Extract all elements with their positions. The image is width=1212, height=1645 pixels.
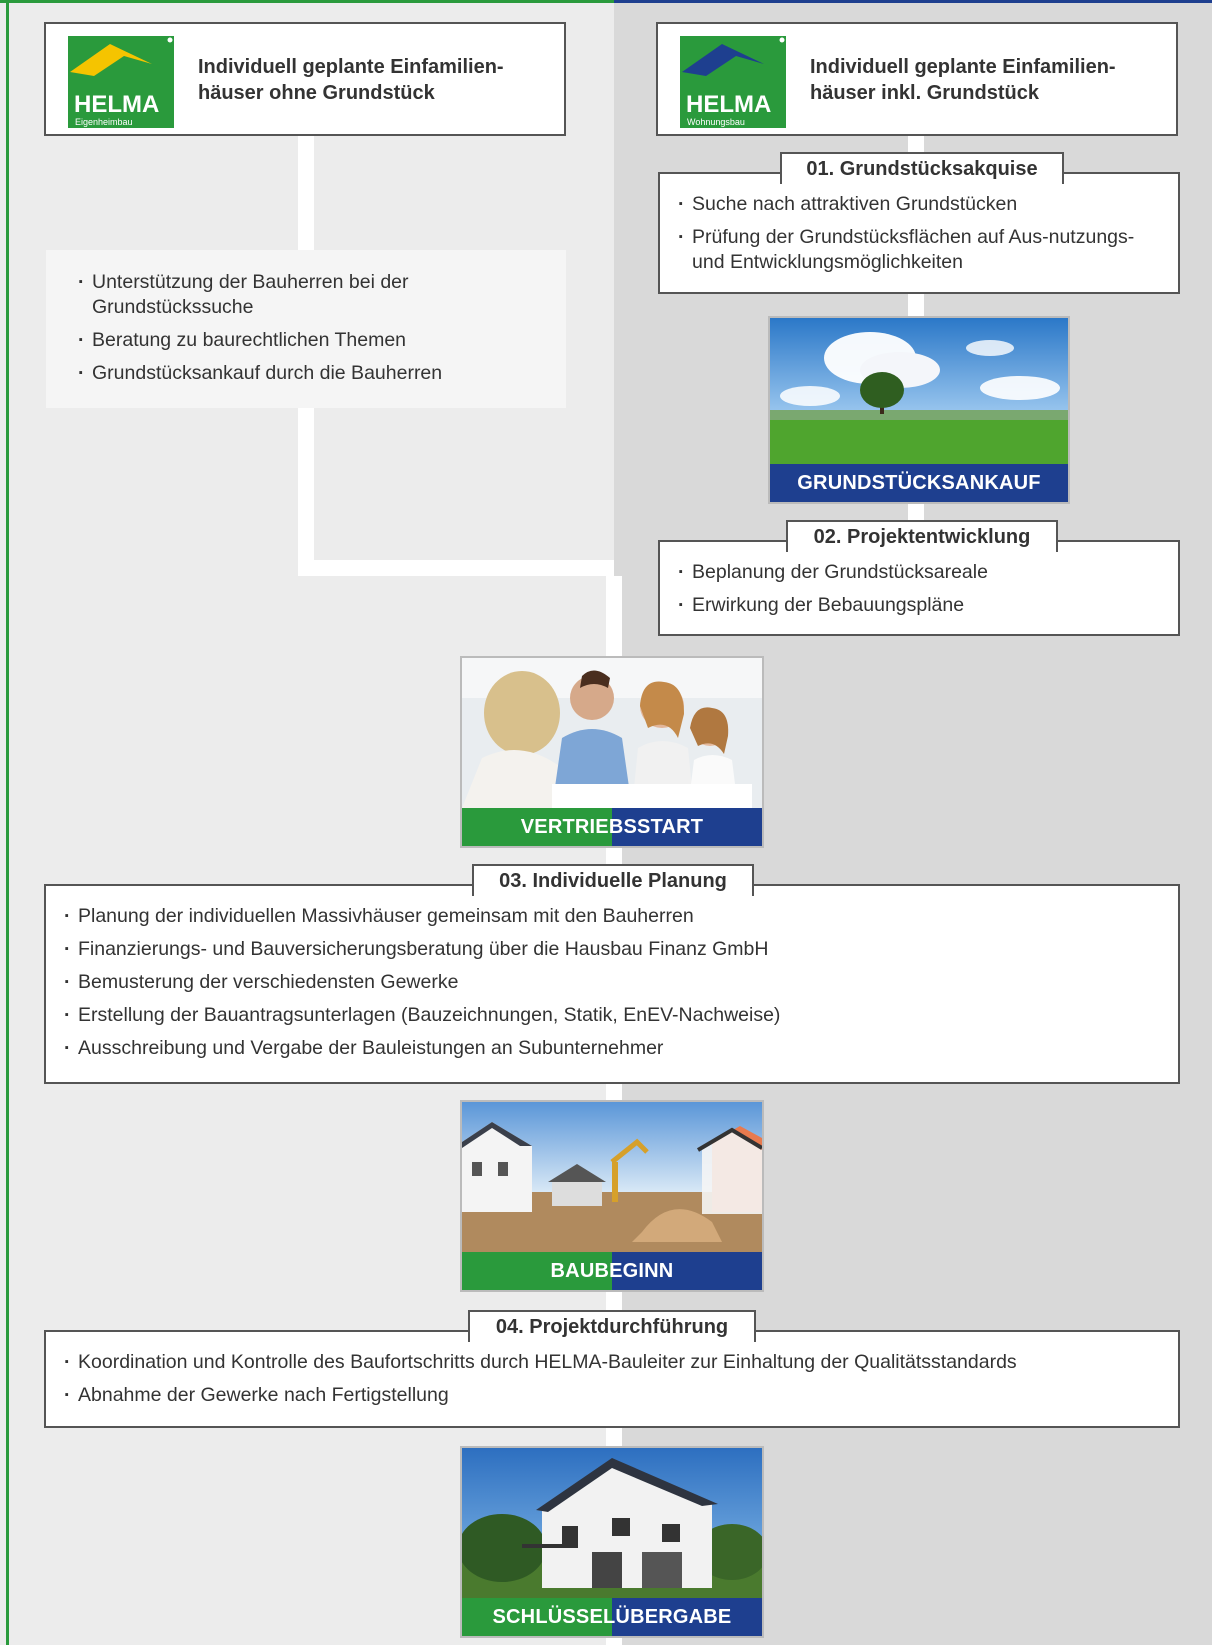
list-item: Planung der individuellen Massivhäuser g… (56, 904, 1166, 929)
finished-house-photo (462, 1448, 762, 1598)
list-item: Ausschreibung und Vergabe der Bauleistun… (56, 1036, 1166, 1061)
connector-left-horizontal (298, 560, 614, 576)
vertriebsstart-label: VERTRIEBSSTART (462, 808, 762, 846)
list-item: Finanzierungs- und Bauversicherungsberat… (56, 937, 1166, 962)
step-02-title: 02. Projektentwicklung (786, 520, 1058, 552)
step-03-title: 03. Individuelle Planung (472, 864, 754, 896)
right-header-box: HELMA Wohnungsbau Individuell geplante E… (656, 22, 1178, 136)
helma-eigenheimbau-logo: HELMA Eigenheimbau (68, 36, 174, 128)
step-04-box: Koordination und Kontrolle des Baufortsc… (44, 1330, 1180, 1428)
left-header-box: HELMA Eigenheimbau Individuell geplante … (44, 22, 566, 136)
helma-wohnungsbau-logo: HELMA Wohnungsbau (680, 36, 786, 128)
step-03-box: Planung der individuellen Massivhäuser g… (44, 884, 1180, 1084)
step-02-box: Beplanung der Grundstücksareale Erwirkun… (658, 540, 1180, 636)
list-item: Erwirkung der Bebauungspläne (670, 593, 1166, 618)
left-support-list: Unterstützung der Bauherren bei der Grun… (70, 270, 556, 386)
list-item: Suche nach attraktiven Grundstücken (670, 192, 1166, 217)
grundstuecksankauf-image: GRUNDSTÜCKSANKAUF (768, 316, 1070, 504)
schluesseluebergabe-label: SCHLÜSSELÜBERGABE (462, 1598, 762, 1636)
step-03-list: Planung der individuellen Massivhäuser g… (56, 904, 1166, 1061)
list-item: Koordination und Kontrolle des Baufortsc… (56, 1350, 1166, 1375)
schluesseluebergabe-image: SCHLÜSSELÜBERGABE (460, 1446, 764, 1638)
baubeginn-image: BAUBEGINN (460, 1100, 764, 1292)
left-column-title: Individuell geplante Einfamilien-häuser … (198, 56, 504, 104)
list-item: Erstellung der Bauantragsunterlagen (Bau… (56, 1003, 1166, 1028)
svg-text:Eigenheimbau: Eigenheimbau (75, 117, 133, 127)
svg-text:HELMA: HELMA (74, 91, 159, 118)
list-item: Grundstücksankauf durch die Bauherren (70, 361, 556, 386)
construction-site-photo (462, 1102, 762, 1252)
left-green-border (6, 0, 9, 1645)
step-04-list: Koordination und Kontrolle des Baufortsc… (56, 1350, 1166, 1408)
vertriebsstart-image: VERTRIEBSSTART (460, 656, 764, 848)
list-item: Prüfung der Grundstücksflächen auf Aus-n… (670, 225, 1166, 275)
top-green-rule (0, 0, 614, 3)
svg-text:Wohnungsbau: Wohnungsbau (687, 117, 745, 127)
step-04-title: 04. Projektdurchführung (468, 1310, 756, 1342)
family-consultation-photo (462, 658, 762, 808)
svg-text:HELMA: HELMA (686, 91, 771, 118)
list-item: Unterstützung der Bauherren bei der Grun… (70, 270, 556, 320)
right-column-title: Individuell geplante Einfamilien-häuser … (810, 56, 1116, 104)
step-01-list: Suche nach attraktiven Grundstücken Prüf… (670, 192, 1166, 275)
list-item: Beratung zu baurechtlichen Themen (70, 328, 556, 353)
meadow-photo (770, 318, 1068, 464)
left-support-box: Unterstützung der Bauherren bei der Grun… (46, 250, 566, 408)
top-blue-rule (614, 0, 1212, 3)
grundstuecksankauf-label: GRUNDSTÜCKSANKAUF (770, 464, 1068, 502)
baubeginn-label: BAUBEGINN (462, 1252, 762, 1290)
list-item: Beplanung der Grundstücksareale (670, 560, 1166, 585)
step-01-box: Suche nach attraktiven Grundstücken Prüf… (658, 172, 1180, 294)
step-02-list: Beplanung der Grundstücksareale Erwirkun… (670, 560, 1166, 618)
step-01-title: 01. Grundstücksakquise (780, 152, 1064, 184)
list-item: Abnahme der Gewerke nach Fertigstellung (56, 1383, 1166, 1408)
list-item: Bemusterung der verschiedensten Gewerke (56, 970, 1166, 995)
